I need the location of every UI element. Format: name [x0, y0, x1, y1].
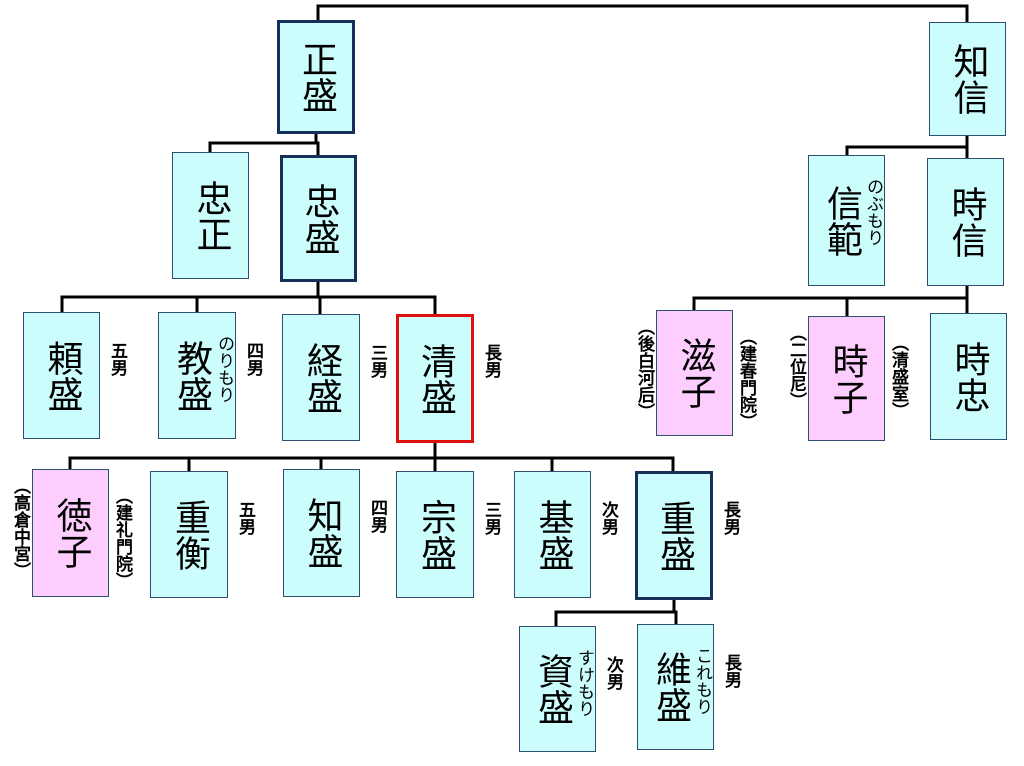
connector-masamori-tomonobu	[316, 4, 969, 22]
person-box-yorimori[interactable]: 頼盛	[23, 312, 100, 439]
person-box-tomonobu[interactable]: 知信	[929, 22, 1006, 136]
person-name: 資盛	[532, 653, 573, 725]
person-box-sukemori[interactable]: 資盛すけもり	[519, 626, 596, 752]
furigana: すけもり	[574, 649, 594, 717]
person-box-tsunemori[interactable]: 経盛	[282, 314, 360, 441]
person-box-shigehira[interactable]: 重衡	[150, 471, 228, 598]
person-box-tokiko[interactable]: 時子	[808, 316, 885, 441]
birth-order-label: 四男	[367, 499, 387, 533]
person-box-tokinobu[interactable]: 時信	[927, 158, 1004, 286]
person-box-tadamasa[interactable]: 忠正	[172, 152, 249, 279]
title-note-left: （二位尼）	[786, 324, 806, 409]
title-note-right: （清盛室）	[888, 334, 908, 419]
person-name: 教盛	[171, 339, 212, 412]
furigana: のりもり	[214, 335, 234, 403]
person-name: 宗盛	[415, 498, 456, 571]
person-name: 時信	[945, 186, 987, 258]
person-box-munemori[interactable]: 宗盛	[396, 471, 474, 598]
person-name: 清盛	[415, 342, 456, 415]
person-box-motomori[interactable]: 基盛	[514, 471, 591, 598]
birth-order-label: 五男	[235, 501, 255, 535]
birth-order-label: 次男	[598, 501, 618, 535]
birth-order-label: 長男	[721, 654, 741, 688]
person-name: 正盛	[296, 41, 337, 113]
person-box-norimori[interactable]: 教盛のりもり	[158, 312, 236, 439]
furigana: のぶもり	[863, 178, 883, 246]
person-box-nobunori[interactable]: 信範のぶもり	[808, 155, 885, 286]
connector-masamori-children	[208, 134, 320, 155]
birth-order-label: 長男	[481, 344, 501, 378]
connector-tomonobu-children	[845, 136, 969, 158]
person-name: 時忠	[948, 340, 990, 413]
person-name: 維盛	[650, 651, 691, 723]
person-box-kiyomori[interactable]: 清盛	[396, 314, 474, 443]
person-name: 重衡	[169, 498, 210, 571]
person-box-tomomori[interactable]: 知盛	[283, 469, 360, 597]
connector-shigemori-children	[554, 600, 678, 626]
person-name: 信範	[821, 184, 862, 257]
connector-tokinobu-children	[692, 286, 969, 316]
person-name: 徳子	[50, 497, 92, 569]
person-name: 知盛	[301, 497, 343, 569]
person-box-tokitada[interactable]: 時忠	[930, 313, 1007, 440]
birth-order-label: 五男	[107, 342, 127, 376]
connector-tadamori-children	[60, 282, 437, 314]
person-box-masamori[interactable]: 正盛	[277, 20, 355, 134]
furigana: これもり	[692, 647, 712, 715]
person-name: 頼盛	[41, 339, 83, 412]
person-name: 滋子	[674, 337, 716, 409]
person-name: 忠正	[190, 179, 232, 252]
birth-order-label: 四男	[243, 342, 263, 376]
person-name: 忠盛	[298, 182, 340, 255]
person-name: 基盛	[532, 498, 574, 571]
person-box-tadamori[interactable]: 忠盛	[280, 155, 357, 282]
birth-order-label: 長男	[720, 501, 740, 535]
title-note-left: （高倉中宮）	[10, 477, 30, 579]
title-note-right: （建礼門院）	[112, 487, 132, 589]
person-box-tokuko[interactable]: 徳子	[32, 469, 109, 597]
birth-order-label: 三男	[367, 344, 387, 378]
title-note-right: （建春門院）	[736, 328, 756, 430]
person-box-koremori[interactable]: 維盛これもり	[637, 624, 714, 750]
person-name: 経盛	[301, 341, 342, 414]
person-box-shigemori[interactable]: 重盛	[635, 471, 713, 600]
person-name: 時子	[826, 342, 868, 415]
title-note-left: （後白河后）	[634, 318, 654, 420]
person-box-shigeko[interactable]: 滋子	[656, 310, 733, 436]
birth-order-label: 三男	[481, 501, 501, 535]
person-name: 知信	[947, 43, 989, 115]
person-name: 重盛	[654, 499, 695, 572]
birth-order-label: 次男	[603, 656, 623, 690]
connector-kiyomori-children	[68, 443, 675, 471]
